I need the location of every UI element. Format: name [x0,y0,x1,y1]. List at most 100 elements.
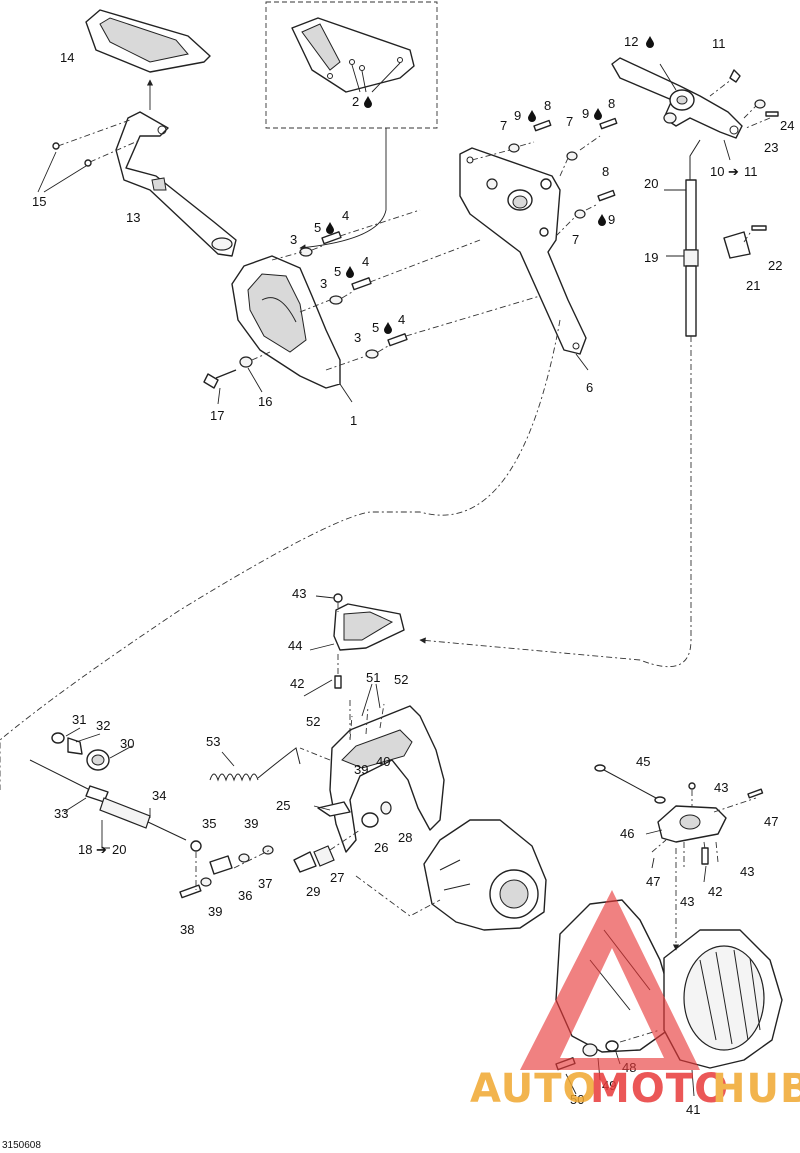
callout-labels: 1 2 3 3 3 4 4 4 5 5 5 6 7 7 7 8 8 8 9 9 … [32,34,794,1117]
callout-25: 25 [276,798,290,813]
callout-31: 31 [72,712,86,727]
callout-52-a: 52 [306,714,320,729]
callout-43-b: 43 [714,780,728,795]
callout-42-a: 42 [290,676,304,691]
callout-1: 1 [350,413,357,428]
part-45-link-rod [594,764,666,804]
watermark-logo: AUTO MOTO HUB [470,890,800,1112]
callout-43-d: 43 [680,894,694,909]
watermark-text-auto: AUTO [470,1066,598,1112]
part-14-footrest-cover [85,9,211,110]
callout-46: 46 [620,826,634,841]
callout-15: 15 [32,194,46,209]
callout-5-upper: 5 [314,220,321,235]
callout-39-a: 39 [208,904,222,919]
document-code: 3150608 [2,1140,41,1151]
callout-5-lower: 5 [372,320,379,335]
callout-37: 37 [258,876,272,891]
callout-28: 28 [398,830,412,845]
drop-icon [598,214,606,226]
callout-43-c: 43 [740,864,754,879]
callout-7-b: 7 [566,114,573,129]
callout-53: 53 [206,734,220,749]
callout-27: 27 [330,870,344,885]
callout-13: 13 [126,210,140,225]
callout-7-c: 7 [572,232,579,247]
fastener-group-lower [325,289,561,371]
callout-22: 22 [768,258,782,273]
callout-40: 40 [376,754,390,769]
routing-arrow [419,637,641,661]
callout-3-lower: 3 [354,330,361,345]
part-25-51-lever [317,703,445,853]
callout-39-b: 39 [244,816,258,831]
fastener-group-upper [271,209,421,261]
callout-10-ref-11: 11 [744,164,758,179]
watermark-text-moto: MOTO [590,1066,729,1112]
callout-32: 32 [96,718,110,733]
part-19-20-cable [639,139,767,668]
fastener-group-middle [299,239,481,313]
callout-21: 21 [746,278,760,293]
part-1-pedal-housing [231,255,353,403]
callout-49: 49 [602,1078,616,1093]
callout-43-a: 43 [292,586,306,601]
parts-35-39-pins [179,829,361,899]
callout-34: 34 [152,788,166,803]
callout-18-ref-20: 20 [112,842,126,857]
drop-icon [346,266,354,278]
callout-44: 44 [288,638,302,653]
part-10-12-lever-assembly [611,57,779,161]
callout-20: 20 [644,176,658,191]
callout-35: 35 [202,816,216,831]
parts-30-31-32-fittings [51,732,110,771]
callout-38: 38 [180,922,194,937]
callout-26: 26 [374,840,388,855]
assembly-dash-lines [299,700,351,761]
callout-9-c: 9 [608,212,615,227]
callout-45: 45 [636,754,650,769]
callout-10: 10 [710,164,724,179]
drop-icon [594,108,602,120]
part-53-spring [209,747,301,782]
callout-33: 33 [54,806,68,821]
callout-12: 12 [624,34,638,49]
callout-36: 36 [238,888,252,903]
drop-icon [326,222,334,234]
callout-3-upper: 3 [290,232,297,247]
callout-17: 17 [210,408,224,423]
drop-icon [646,36,654,48]
callout-4-upper: 4 [342,208,349,223]
callout-9-b: 9 [582,106,589,121]
callout-8-c: 8 [602,164,609,179]
callout-23: 23 [764,140,778,155]
callout-19: 19 [644,250,658,265]
callout-11: 11 [712,36,726,51]
fasteners-7-8-9 [471,117,618,237]
callout-14: 14 [60,50,74,65]
callout-8-b: 8 [608,96,615,111]
callout-29: 29 [306,884,320,899]
callout-7-a: 7 [500,118,507,133]
drop-icon [528,110,536,122]
callout-5-middle: 5 [334,264,341,279]
part-46-bracket [651,782,764,951]
jet-pump-housing [355,819,547,931]
drop-icon [364,96,372,108]
callout-18: 18 [78,842,92,857]
part-33-34-cable-end [29,759,187,849]
callout-8-a: 8 [544,98,551,113]
callout-51: 51 [366,670,380,685]
callout-4-lower: 4 [398,312,405,327]
inset-detail-box [265,1,438,251]
part-44-bracket [333,593,405,689]
callout-42-b: 42 [708,884,722,899]
callout-47-b: 47 [764,814,778,829]
callout-41: 41 [686,1102,700,1117]
part-6-support-plate [459,147,589,371]
arrow-right-icon: ➔ [728,164,739,179]
arrow-right-icon: ➔ [96,842,107,857]
callout-24: 24 [780,118,794,133]
